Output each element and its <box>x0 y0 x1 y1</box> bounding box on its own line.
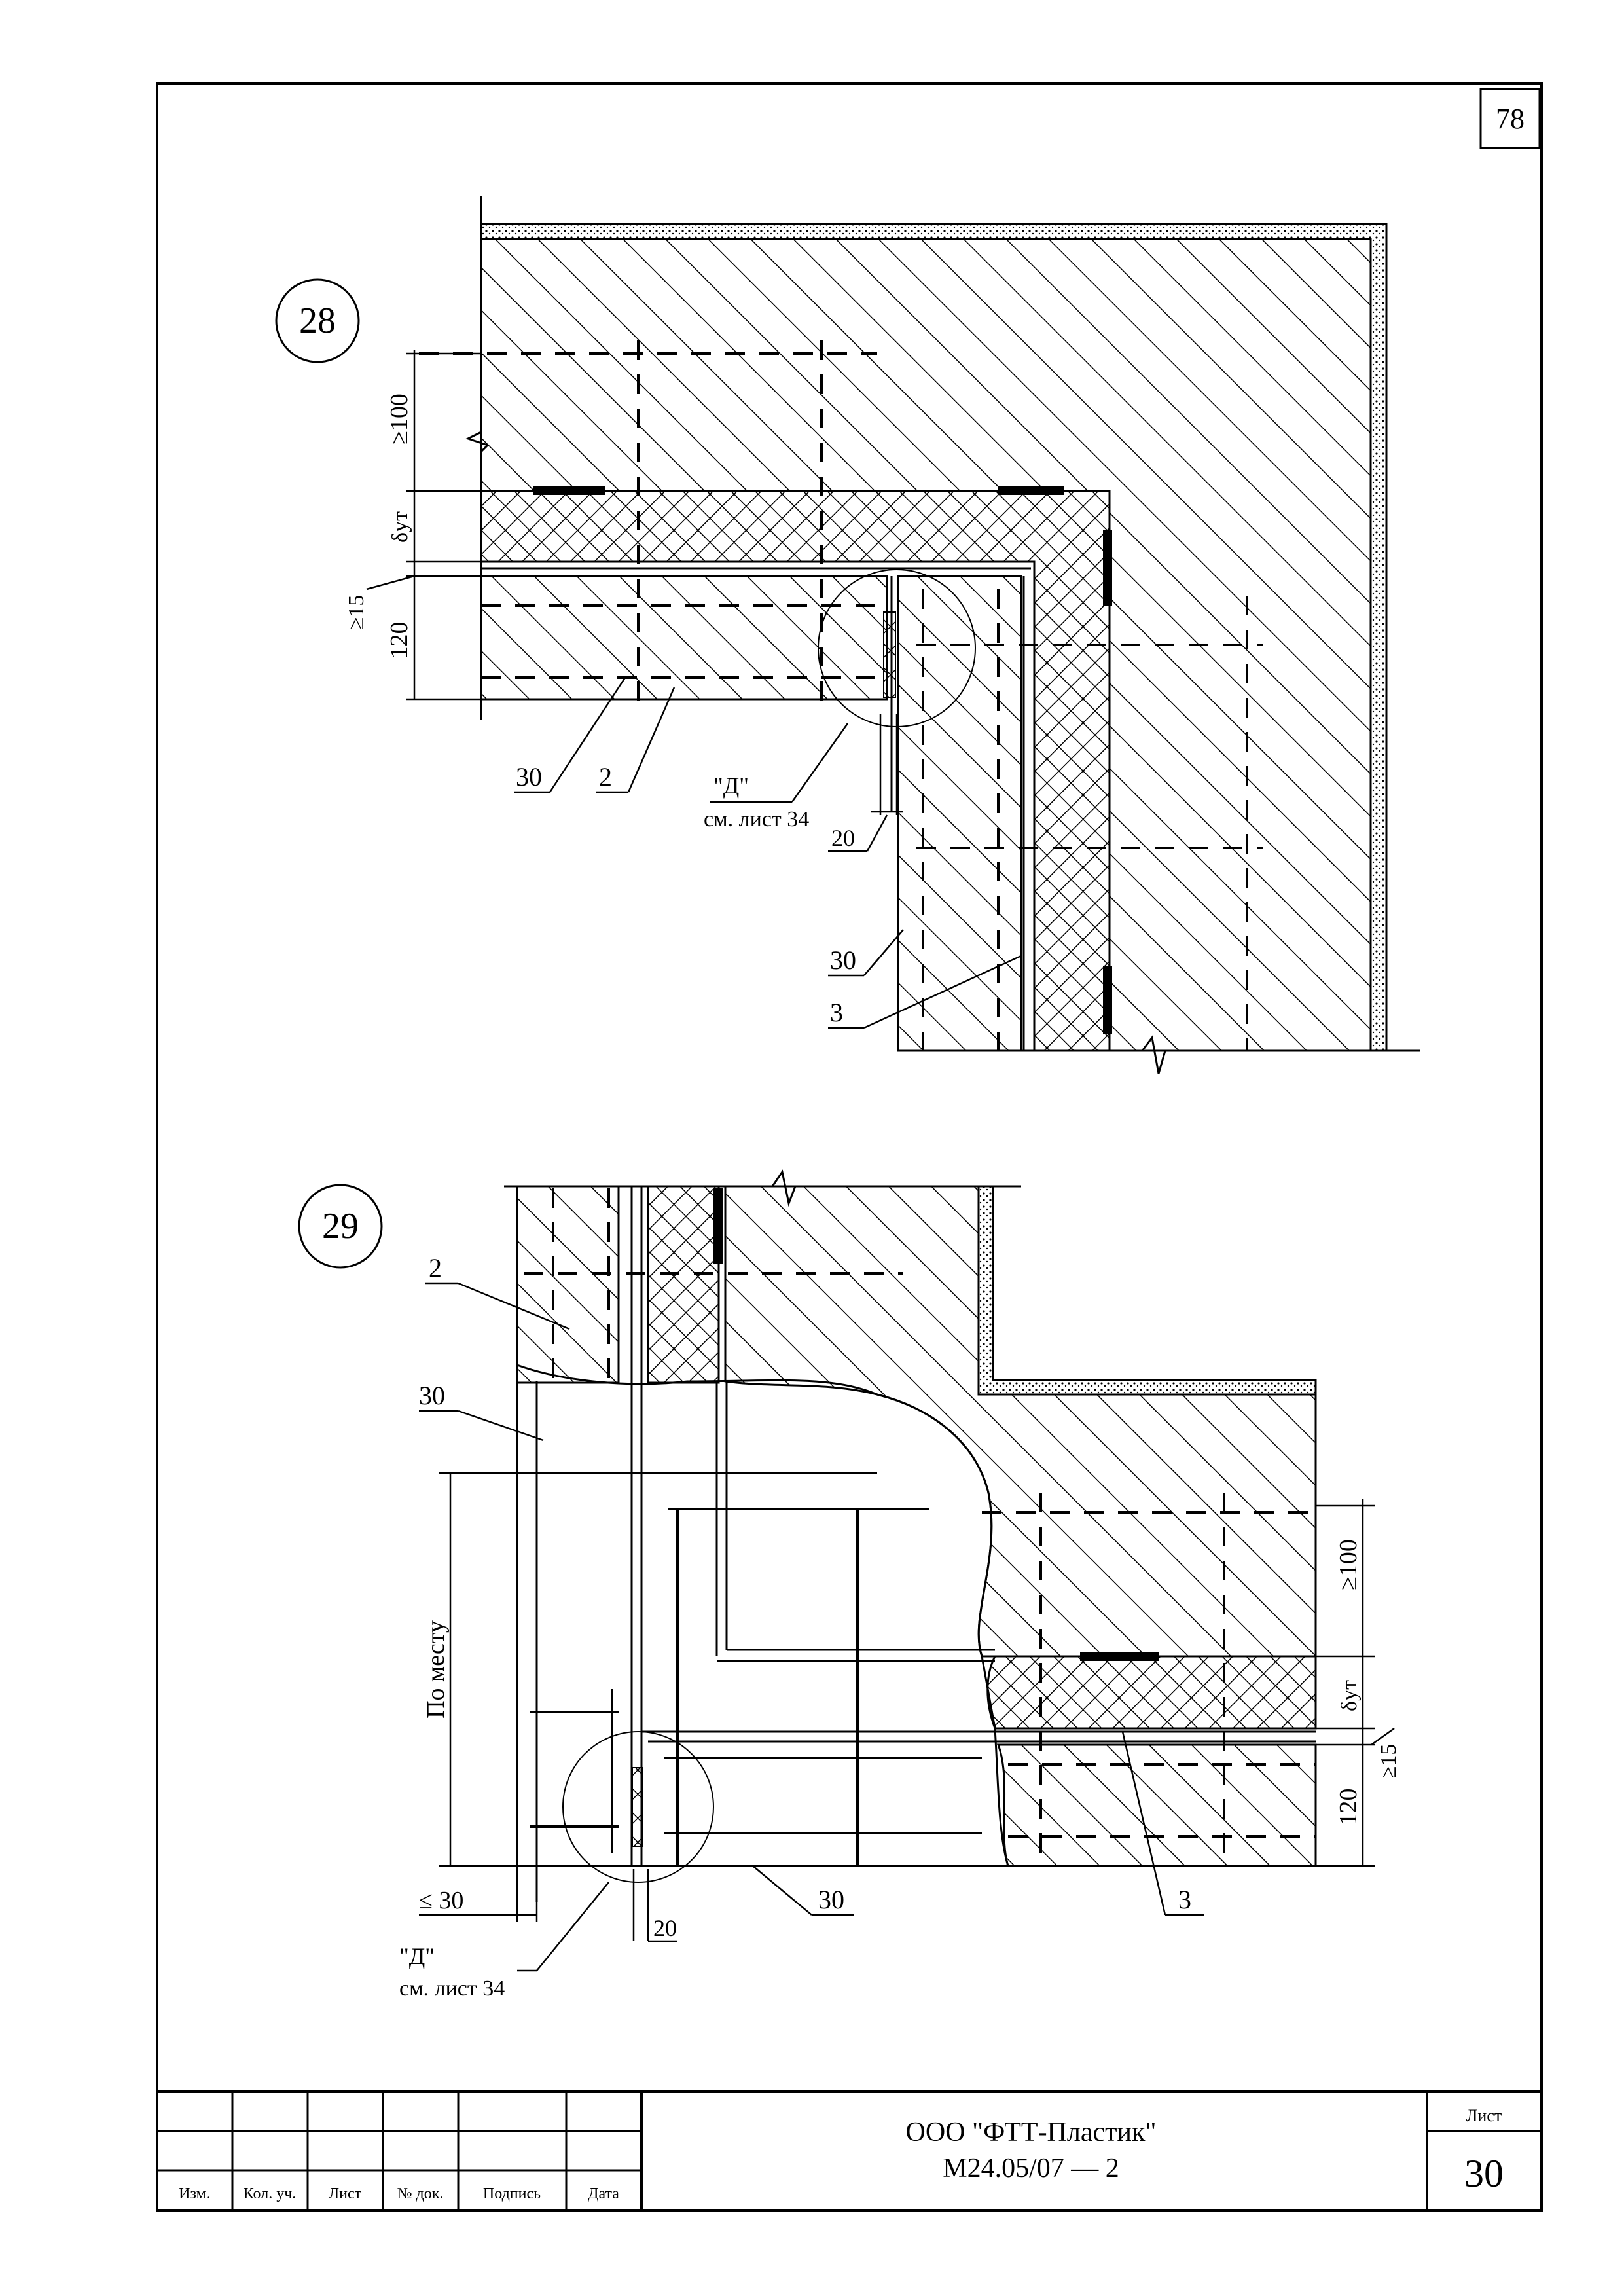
fastener <box>998 486 1064 495</box>
detail-28: 28 ≥100 δут ≥15 120 30 2 "Д" см. лист 34… <box>275 196 1420 1074</box>
leader-2-29: 2 <box>429 1253 442 1283</box>
sheet-number: 30 <box>1464 2152 1504 2195</box>
ref-sheet-28: см. лист 34 <box>704 807 809 831</box>
detail-number-circle <box>298 1184 383 1269</box>
fastener <box>533 486 605 495</box>
sealant-strip <box>883 611 896 698</box>
fastener <box>1080 1652 1159 1661</box>
col-list: Лист <box>329 2185 362 2202</box>
leader-30-b-28: 30 <box>830 945 856 975</box>
floor-slab <box>996 1743 1317 1867</box>
col-date: Дата <box>588 2185 619 2202</box>
col-doc: № док. <box>397 2185 444 2202</box>
document-code: М24.05/07 — 2 <box>943 2153 1119 2183</box>
detail-28-number: 28 <box>299 301 336 341</box>
dim-insulation-28: δут <box>388 511 412 543</box>
leader-3-28: 3 <box>830 998 843 1027</box>
wall-panel <box>516 1185 620 1384</box>
col-kol: Кол. уч. <box>244 2185 297 2202</box>
sheet-frame <box>156 82 1543 2212</box>
fastener <box>713 1188 723 1264</box>
ref-mark-29: "Д" <box>399 1943 435 1969</box>
leader-2-28: 2 <box>599 762 612 792</box>
leader-30-a-28: 30 <box>516 762 542 792</box>
dim-top-29: ≥100 <box>1335 1539 1362 1590</box>
wall-panel <box>897 575 1022 1052</box>
dim-gap-29: ≥15 <box>1377 1744 1401 1779</box>
company-name: ООО "ФТТ-Пластик" <box>905 2117 1156 2147</box>
dim-slab-29: 120 <box>1335 1789 1362 1826</box>
fastener <box>1103 530 1112 606</box>
floor-slab <box>480 575 888 701</box>
detail-29: 29 2 30 По месту ≤ 30 20 30 3 ≥100 δут ≥… <box>298 1169 1401 2001</box>
ref-sheet-29: см. лист 34 <box>399 1977 505 2001</box>
detail-number-circle <box>275 278 360 363</box>
dim-top-28: ≥100 <box>386 393 413 445</box>
insulation-layer <box>986 1655 1317 1730</box>
dim-slab-28: 120 <box>386 622 413 659</box>
dim-joint-28: 20 <box>831 825 855 851</box>
dim-joint-29: 20 <box>653 1915 677 1941</box>
main-wall <box>724 1185 1317 1658</box>
fastener <box>1103 966 1112 1034</box>
insulation-layer <box>647 1185 720 1384</box>
sealant-strip <box>632 1767 643 1847</box>
dim-insulation-29: δут <box>1337 1680 1362 1711</box>
plaster-layer <box>977 1185 1317 1396</box>
detail-d-callout <box>562 1731 714 1883</box>
col-izm: Изм. <box>179 2185 210 2202</box>
leader-30-b-29: 30 <box>818 1885 844 1914</box>
sheet-label: Лист <box>1466 2106 1502 2125</box>
page-number-box <box>1479 88 1541 149</box>
leader-3-29: 3 <box>1178 1885 1191 1914</box>
ref-mark-28: "Д" <box>713 773 749 799</box>
dim-le30-29: ≤ 30 <box>419 1887 463 1914</box>
detail-29-number: 29 <box>322 1206 359 1247</box>
dim-place-29: По месту <box>422 1620 450 1719</box>
col-sign: Подпись <box>483 2185 541 2202</box>
title-block <box>157 2090 1542 2210</box>
dim-gap-28: ≥15 <box>344 595 369 630</box>
page-number: 78 <box>1496 103 1525 135</box>
leader-30-a-29: 30 <box>419 1381 445 1410</box>
